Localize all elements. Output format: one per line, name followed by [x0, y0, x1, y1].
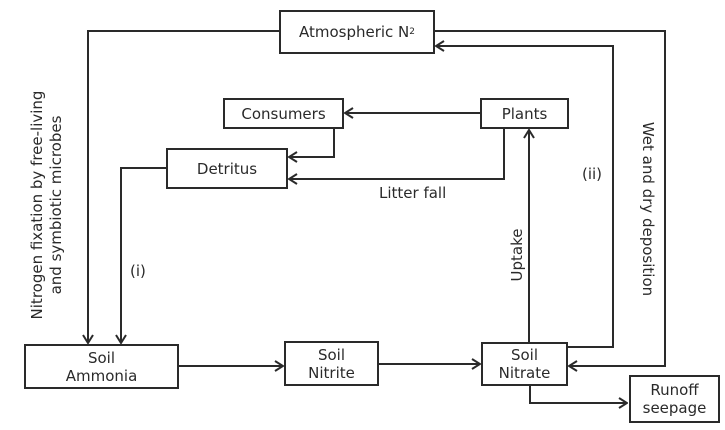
- detritus-label: Detritus: [196, 159, 258, 178]
- edge-wet-dry: [434, 30, 666, 366]
- soil-nitrate-line2: Nitrate: [498, 364, 551, 382]
- node-detritus: Detritus: [166, 148, 288, 189]
- plants-label: Plants: [501, 104, 548, 123]
- node-soil-ammonia: Soil Ammonia: [24, 344, 179, 389]
- node-runoff-seepage: Runoff seepage: [629, 375, 720, 423]
- label-i: (i): [130, 262, 146, 280]
- edge-fixation: [88, 30, 279, 343]
- label-litter-fall: Litter fall: [379, 184, 447, 202]
- node-soil-nitrite: Soil Nitrite: [284, 341, 379, 386]
- label-uptake: Uptake: [508, 228, 526, 282]
- edge-litter-fall: [289, 128, 505, 179]
- soil-nitrate-line1: Soil: [510, 346, 539, 364]
- fixation-line1: Nitrogen fixation by free-living: [28, 90, 46, 320]
- soil-ammonia-line1: Soil: [87, 348, 116, 367]
- node-consumers: Consumers: [223, 98, 344, 129]
- edge-ii: [436, 46, 614, 348]
- atmospheric-subscript: 2: [409, 27, 416, 37]
- node-soil-nitrate: Soil Nitrate: [481, 342, 568, 386]
- label-wet-dry-deposition: Wet and dry deposition: [639, 121, 657, 297]
- soil-nitrite-line1: Soil: [317, 345, 346, 364]
- soil-ammonia-line2: Ammonia: [65, 366, 138, 385]
- soil-nitrite-line2: Nitrite: [308, 363, 355, 382]
- consumers-label: Consumers: [241, 104, 326, 123]
- label-ii: (ii): [582, 165, 603, 183]
- runoff-line2: seepage: [642, 399, 707, 417]
- label-nitrogen-fixation: Nitrogen fixation by free-living and sym…: [28, 80, 68, 330]
- runoff-line1: Runoff: [650, 381, 699, 399]
- edge-i: [121, 167, 166, 343]
- edge-consumers-detritus: [289, 128, 335, 157]
- fixation-line2: and symbiotic microbes: [47, 115, 65, 295]
- edge-runoff: [529, 385, 627, 403]
- atmospheric-label: Atmospheric N: [298, 23, 410, 41]
- node-plants: Plants: [480, 98, 569, 129]
